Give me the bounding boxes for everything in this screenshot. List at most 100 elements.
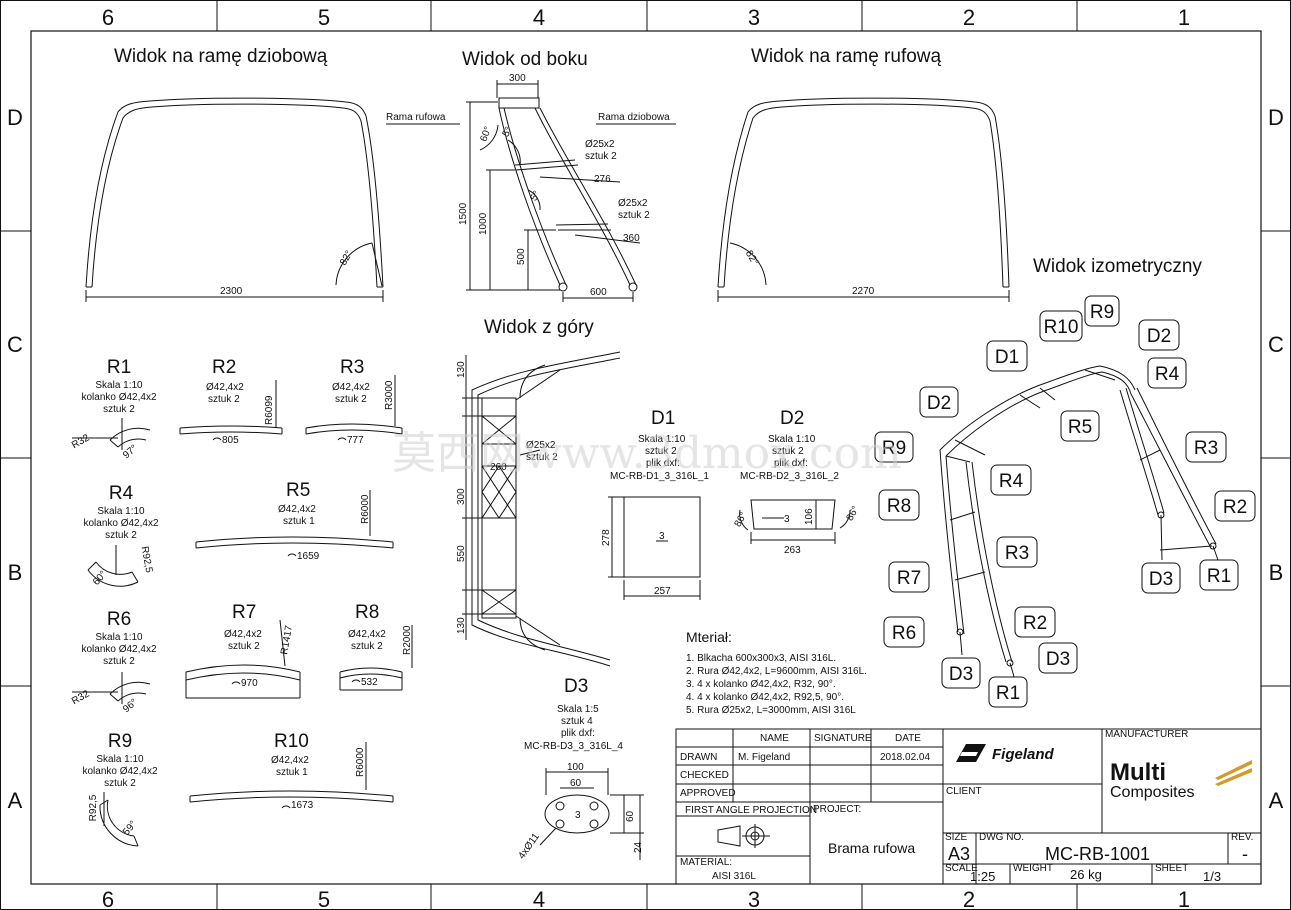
part-d3-width-100: 100 [567,762,584,773]
material-item: 3. 4 x kolanko Ø42,4x2, R32, 90°. [686,679,836,690]
isometric-view-title: Widok izometryczny [1033,256,1202,277]
material-item: 1. Blkacha 600x300x3, AISI 316L. [686,653,836,664]
part-r9: R9 Skala 1:10 kolanko Ø42,4x2 sztuk 2 R9… [82,731,158,847]
part-r4-label: R4 [109,483,134,504]
side-angle-60: 60° [479,125,495,143]
part-r5-length: 1659 [297,551,320,562]
part-d2-name: MC-RB-D2_3_316L_2 [740,471,839,482]
material-item: 4. 4 x kolanko Ø42,4x2, R92,5, 90°. [686,692,844,703]
part-d3-file: plik dxf: [561,728,595,739]
part-r1: R1 Skala 1:10 kolanko Ø42,4x2 sztuk 2 R3… [70,357,157,461]
part-r4-scale: Skala 1:10 [97,506,145,517]
part-d3-thickness: 3 [575,810,581,821]
callout-r3: R3 [1005,543,1029,564]
tb-date-header: DATE [895,733,921,744]
side-angle-5a: 5° [501,125,515,139]
part-d3-height-24: 24 [633,841,644,853]
callout-r5: R5 [1068,417,1092,438]
part-r8: R8 Ø42,4x2 sztuk 2 R2000 532 [339,602,413,691]
side-tube-b: Ø25x2 [618,198,648,209]
tb-rev-label: REV. [1231,832,1253,843]
top-view-title: Widok z góry [484,317,594,338]
tb-scale: 1:25 [970,869,995,884]
materials-title: Mteriał: [686,629,732,645]
part-d1-height: 278 [601,529,612,546]
part-r10-radius: R6000 [355,747,366,777]
materials-list: Mteriał: 1. Blkacha 600x300x3, AISI 316L… [686,629,867,716]
part-r3-qty: sztuk 2 [335,394,367,405]
column-label-bottom: 2 [963,887,975,910]
part-r4: R4 Skala 1:10 kolanko Ø42,4x2 sztuk 2 R9… [83,483,158,588]
part-r4-desc: kolanko Ø42,4x2 [83,518,158,529]
callout-r2: R2 [1023,613,1047,634]
part-r5-radius: R6000 [360,494,371,524]
tb-material: AISI 316L [712,871,756,882]
side-dim-500: 500 [516,248,527,265]
callout-r8: R8 [887,496,911,517]
tb-weight: 26 kg [1070,867,1102,882]
part-r1-qty: sztuk 2 [103,404,135,415]
multi-logo-text: Multi [1110,759,1166,786]
part-r1-scale: Skala 1:10 [95,380,143,391]
tb-approved-label: APPROVED [680,788,736,799]
tb-dwg-number: MC-RB-1001 [1045,844,1150,864]
part-r3-label: R3 [340,357,364,378]
tb-rev: - [1242,844,1248,864]
rear-width-dimension: 2270 [852,286,875,297]
multi-composites-logo: Multi Composites [1110,759,1252,801]
front-view-title: Widok na ramę dziobową [114,46,328,67]
side-view: Widok od boku 300 Rama rufowa Rama dziob… [386,49,676,302]
part-r6: R6 Skala 1:10 kolanko Ø42,4x2 sztuk 2 R3… [70,609,157,715]
row-label-left: B [8,560,23,585]
part-r7: R7 Ø42,4x2 sztuk 2 R1417 970 [185,602,301,699]
part-r9-label: R9 [108,731,132,752]
part-r6-desc: kolanko Ø42,4x2 [81,644,156,655]
rear-angle-dimension: 82° [743,249,760,268]
tb-size-label: SIZE [945,832,968,843]
callout-r9: R9 [882,438,906,459]
part-r3: R3 Ø42,4x2 sztuk 2 R3000 777 [305,357,403,446]
part-r3-length: 777 [347,435,364,446]
row-label-right: C [1268,332,1284,357]
part-d2-height: 106 [804,508,815,525]
composites-logo-text: Composites [1110,784,1194,801]
part-r2: R2 Ø42,4x2 sztuk 2 R6099 805 [179,357,283,446]
part-d3-holes: 4xØ11 [516,831,542,861]
part-r6-label: R6 [107,609,131,630]
part-d2-qty: sztuk 2 [772,446,804,457]
callout-d2: D2 [927,393,951,414]
part-r5: R5 Ø42,4x2 sztuk 1 R6000 1659 [195,480,394,562]
zone-labels: 6 5 4 3 2 1 6 5 4 3 2 1 D C B A D C B A [7,5,1284,910]
watermark: 莫西网www.3dmox.com [392,428,902,479]
part-r7-desc: Ø42,4x2 [224,629,262,640]
row-label-left: C [7,332,23,357]
part-r6-scale: Skala 1:10 [95,632,143,643]
part-d2-angle-left: 86° [733,510,750,529]
part-r9-angle: 59° [121,819,139,838]
column-label-top: 4 [533,5,545,30]
part-r10-length: 1673 [291,800,314,811]
part-d1: D1 Skala 1:10 sztuk 2 plik dxf: MC-RB-D1… [601,408,709,600]
callout-d1: D1 [995,347,1019,368]
part-r4-angle: 60° [91,569,109,588]
part-d3-scale: Skala 1:5 [557,704,599,715]
column-label-top: 1 [1178,5,1190,30]
part-d2-label: D2 [780,408,804,429]
tb-drawn-name: M. Figeland [738,752,790,763]
isometric-callouts [874,295,1256,708]
tb-projection: FIRST ANGLE PROJECTION [685,805,817,816]
tb-project-label: PROJECT: [813,804,861,815]
top-dim-130b: 130 [456,617,467,634]
title-block [675,728,1262,885]
tb-sheet-label: SHEET [1155,863,1188,874]
part-r9-qty: sztuk 2 [104,778,136,789]
row-label-right: D [1268,105,1284,130]
callout-d3: D3 [949,664,973,685]
callout-r6: R6 [892,623,916,644]
part-r5-desc: Ø42,4x2 [278,504,316,515]
side-dim-1000: 1000 [478,212,489,235]
part-r10: R10 Ø42,4x2 sztuk 1 R6000 1673 [189,731,394,811]
part-d1-name: MC-RB-D1_3_316L_1 [610,471,709,482]
part-r7-length: 970 [241,678,258,689]
part-d1-file: plik dxf: [646,458,680,469]
